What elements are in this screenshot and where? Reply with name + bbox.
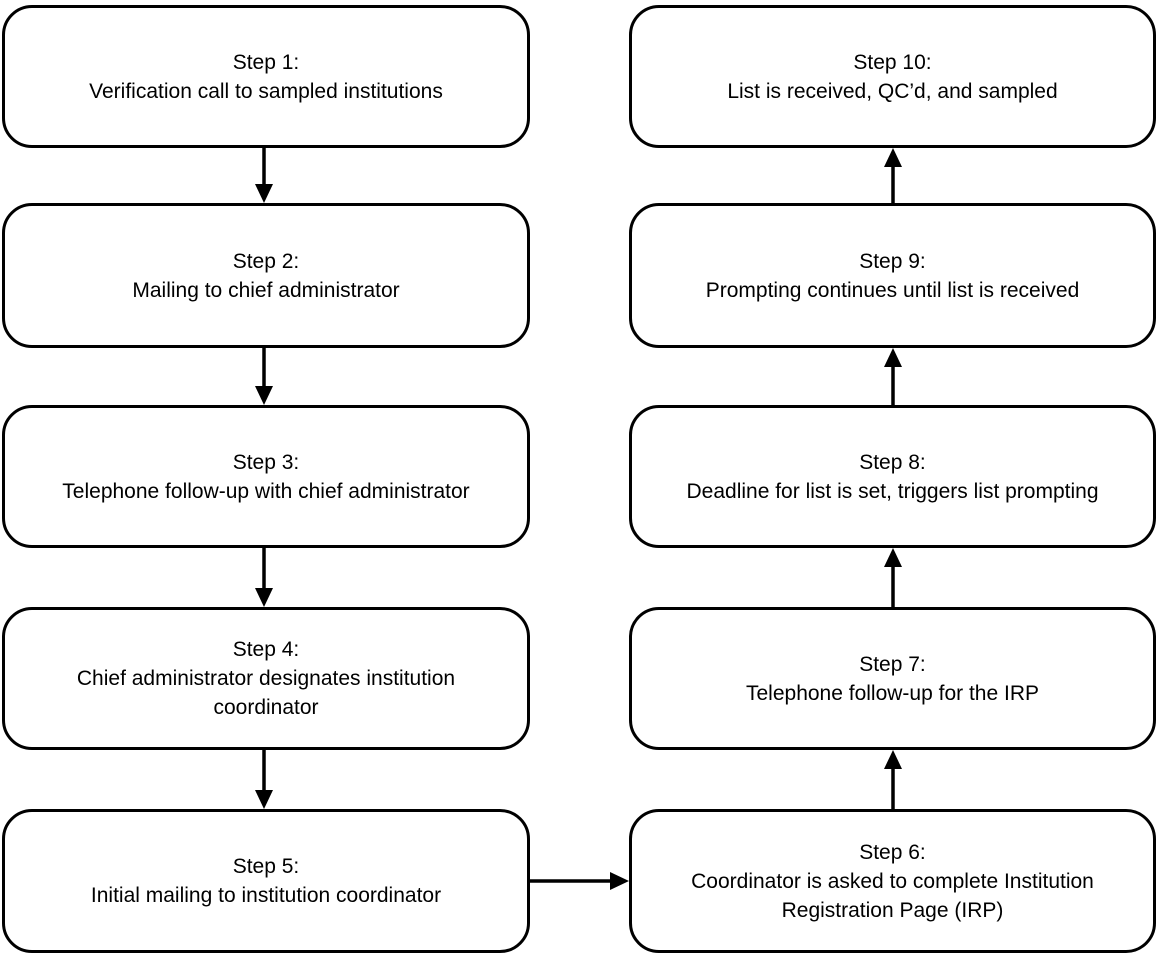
step-box-4: Step 4: Chief administrator designates i… bbox=[2, 607, 530, 750]
step-title: Step 7: bbox=[859, 652, 926, 676]
step-text: List is received, QC’d, and sampled bbox=[727, 79, 1058, 103]
step-title: Step 6: bbox=[859, 840, 926, 864]
arrow-step1-to-step2 bbox=[255, 148, 273, 203]
arrow-step2-to-step3 bbox=[255, 348, 273, 405]
step-text: Telephone follow-up with chief administr… bbox=[62, 479, 470, 503]
step-title: Step 10: bbox=[853, 50, 932, 74]
step-text: Mailing to chief administrator bbox=[132, 278, 400, 302]
step-box-9: Step 9: Prompting continues until list i… bbox=[629, 203, 1156, 348]
arrow-step5-to-step6 bbox=[530, 872, 629, 890]
step-title: Step 5: bbox=[232, 855, 300, 878]
step-title: Step 1: bbox=[232, 50, 300, 74]
step-box-6: Step 6: Coordinator is asked to complete… bbox=[629, 809, 1156, 953]
arrow-step8-to-step9 bbox=[884, 348, 902, 405]
step-box-2: Step 2: Mailing to chief administrator bbox=[2, 203, 530, 348]
arrow-step4-to-step5 bbox=[255, 750, 273, 809]
step-text: Prompting continues until list is receiv… bbox=[705, 278, 1080, 302]
step-text: Deadline for list is set, triggers list … bbox=[686, 479, 1099, 503]
step-text: Chief administrator designates instituti… bbox=[76, 667, 456, 719]
step-title: Step 8: bbox=[859, 450, 926, 474]
step-title: Step 3: bbox=[232, 450, 300, 474]
step-text: Initial mailing to institution coordinat… bbox=[90, 884, 442, 907]
arrow-step6-to-step7 bbox=[884, 750, 902, 809]
step-box-7: Step 7: Telephone follow-up for the IRP bbox=[629, 607, 1156, 750]
step-box-3: Step 3: Telephone follow-up with chief a… bbox=[2, 405, 530, 548]
step-box-10: Step 10: List is received, QC’d, and sam… bbox=[629, 5, 1156, 148]
arrow-step3-to-step4 bbox=[255, 548, 273, 607]
step-text: Coordinator is asked to complete Institu… bbox=[691, 869, 1094, 922]
step-box-5: Step 5: Initial mailing to institution c… bbox=[2, 809, 530, 953]
step-title: Step 9: bbox=[859, 249, 926, 273]
step-title: Step 2: bbox=[232, 249, 300, 273]
arrow-step9-to-step10 bbox=[884, 148, 902, 203]
step-box-8: Step 8: Deadline for list is set, trigge… bbox=[629, 405, 1156, 548]
step-box-1: Step 1: Verification call to sampled ins… bbox=[2, 5, 530, 148]
step-title: Step 4: bbox=[232, 638, 300, 661]
step-text: Verification call to sampled institution… bbox=[89, 79, 443, 103]
arrow-step7-to-step8 bbox=[884, 548, 902, 607]
step-text: Telephone follow-up for the IRP bbox=[745, 681, 1039, 705]
